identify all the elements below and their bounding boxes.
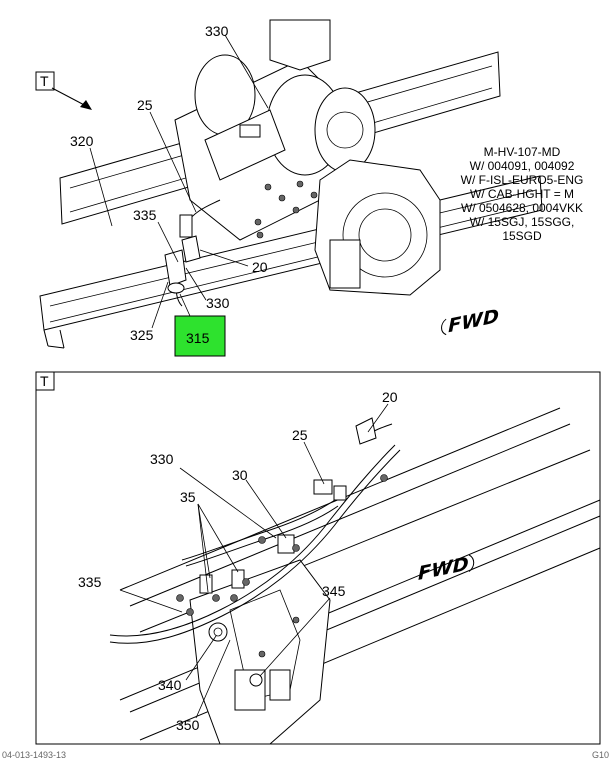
- note-line-7: 15SGD: [502, 229, 542, 243]
- top-leaders: [89, 34, 269, 329]
- callout-20-top[interactable]: 20: [252, 259, 268, 275]
- callout-20-detail[interactable]: 20: [382, 389, 398, 405]
- harness-bracket: [164, 199, 221, 307]
- frame-bolts: [254, 180, 318, 239]
- note-line-4: W/ CAB-HGHT = M: [470, 187, 574, 201]
- fwd-label-detail: FWD: [418, 552, 469, 585]
- detail-frame: [35, 371, 601, 745]
- callout-350-detail[interactable]: 350: [176, 717, 200, 733]
- detail-leaders: [119, 403, 389, 719]
- detail-bolts: [176, 474, 388, 658]
- fwd-indicator-top: FWD: [441, 305, 499, 338]
- top-view: T: [35, 19, 584, 357]
- detail-view: T: [35, 371, 601, 745]
- note-line-2: W/ 004091, 004092: [470, 159, 575, 173]
- note-line-3: W/ F-ISL-EURO5-ENG: [461, 173, 584, 187]
- callout-25-detail[interactable]: 25: [292, 427, 308, 443]
- bracket-housing: [314, 159, 441, 296]
- detail-view-tag: T: [40, 373, 49, 389]
- callout-35-detail[interactable]: 35: [180, 489, 196, 505]
- view-direction-arrowhead: [80, 100, 92, 110]
- callout-330-top[interactable]: 330: [205, 23, 229, 39]
- callout-335-detail[interactable]: 335: [78, 574, 102, 590]
- callout-335-top[interactable]: 335: [133, 207, 157, 223]
- top-view-tag-box: [35, 71, 55, 91]
- callout-330-detail[interactable]: 330: [150, 451, 174, 467]
- note-line-1: M-HV-107-MD: [484, 145, 561, 159]
- callout-325-top[interactable]: 325: [130, 327, 154, 343]
- callout-340-detail[interactable]: 340: [158, 677, 182, 693]
- callout-315-highlight[interactable]: [174, 315, 226, 357]
- fwd-label-top: FWD: [448, 305, 499, 338]
- detail-rails: [119, 407, 601, 741]
- callout-320-top[interactable]: 320: [70, 133, 94, 149]
- applicability-notes: M-HV-107-MD W/ 004091, 004092 W/ F-ISL-E…: [461, 145, 584, 243]
- footer-left: 04-013-1493-13: [2, 750, 66, 760]
- note-line-6: W/ 15SGJ, 15SGG,: [470, 215, 575, 229]
- footer-right: G10: [592, 750, 609, 760]
- callout-315-top[interactable]: 315: [186, 330, 210, 346]
- callout-30-detail[interactable]: 30: [232, 467, 248, 483]
- fwd-bracket-icon: [441, 318, 447, 336]
- fwd-bracket-icon-detail: [468, 554, 475, 572]
- top-view-tag: T: [40, 73, 49, 89]
- note-line-5: W/ 0504628, 0004VKK: [461, 201, 583, 215]
- callout-25-top[interactable]: 25: [137, 97, 153, 113]
- callout-345-detail[interactable]: 345: [322, 583, 346, 599]
- detail-clips: [199, 417, 377, 687]
- detail-view-tag-box: [35, 371, 55, 391]
- callout-330b-top[interactable]: 330: [206, 295, 230, 311]
